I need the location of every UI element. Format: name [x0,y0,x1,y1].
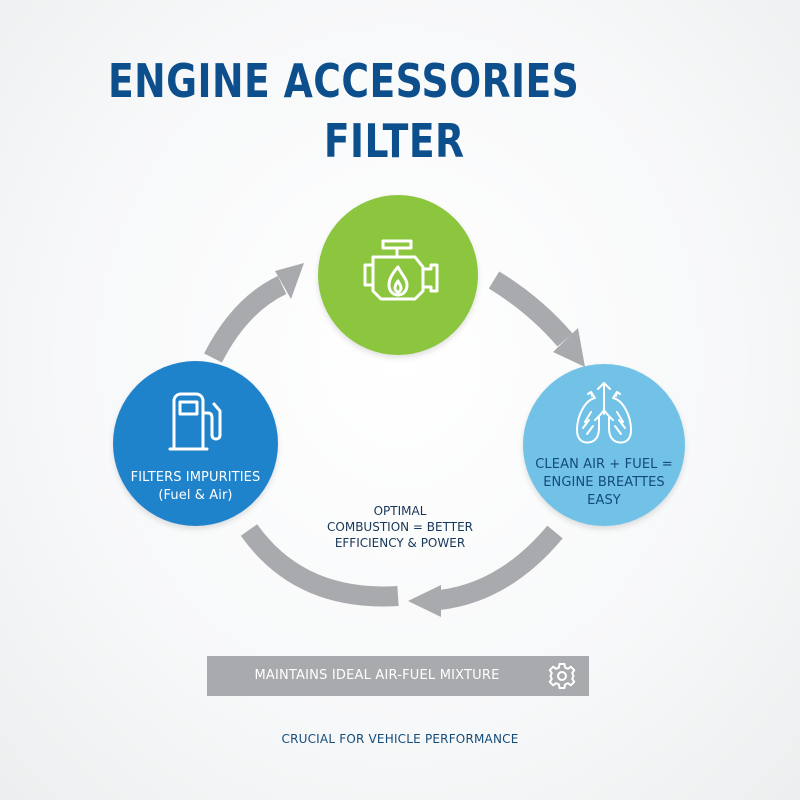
mixture-banner: MAINTAINS IDEAL AIR-FUEL MIXTURE [207,656,589,696]
arrow-lungs-to-center [408,525,563,617]
engine-icon [363,239,439,301]
combustion-label: OPTIMAL COMBUSTION = BETTER EFFICIENCY &… [300,503,500,551]
combustion-label-line-1: OPTIMAL [373,504,427,518]
filter-label: FILTERS IMPURITIES (Fuel & Air) [113,469,278,505]
lungs-label-line-3: EASY [587,493,621,508]
combustion-label-line-2: COMBUSTION = BETTER [327,520,473,534]
engine-circle [318,195,478,355]
title-line-1: ENGINE ACCESSORIES [108,54,580,108]
lungs-icon [576,382,632,444]
footer-text: CRUCIAL FOR VEHICLE PERFORMANCE [281,732,519,746]
banner-text: MAINTAINS IDEAL AIR-FUEL MIXTURE [254,668,500,683]
arrow-filter-to-engine [204,263,304,363]
lungs-label-line-1: CLEAN AIR + FUEL = [535,457,673,472]
lungs-circle: CLEAN AIR + FUEL = ENGINE BREATTES EASY [523,364,685,526]
lungs-label: CLEAN AIR + FUEL = ENGINE BREATTES EASY [523,456,685,510]
combustion-label-line-3: EFFICIENCY & POWER [334,536,466,550]
arrow-center-to-filter [240,524,399,607]
filter-label-line-1: FILTERS IMPURITIES [130,470,261,485]
arrow-engine-to-lungs [488,271,585,367]
filter-circle: FILTERS IMPURITIES (Fuel & Air) [113,361,278,526]
gear-icon [548,663,576,689]
fuel-pump-icon [168,392,222,451]
title-line-2: FILTER [323,114,464,168]
lungs-label-line-2: ENGINE BREATTES [543,475,665,490]
filter-label-line-2: (Fuel & Air) [158,488,233,503]
